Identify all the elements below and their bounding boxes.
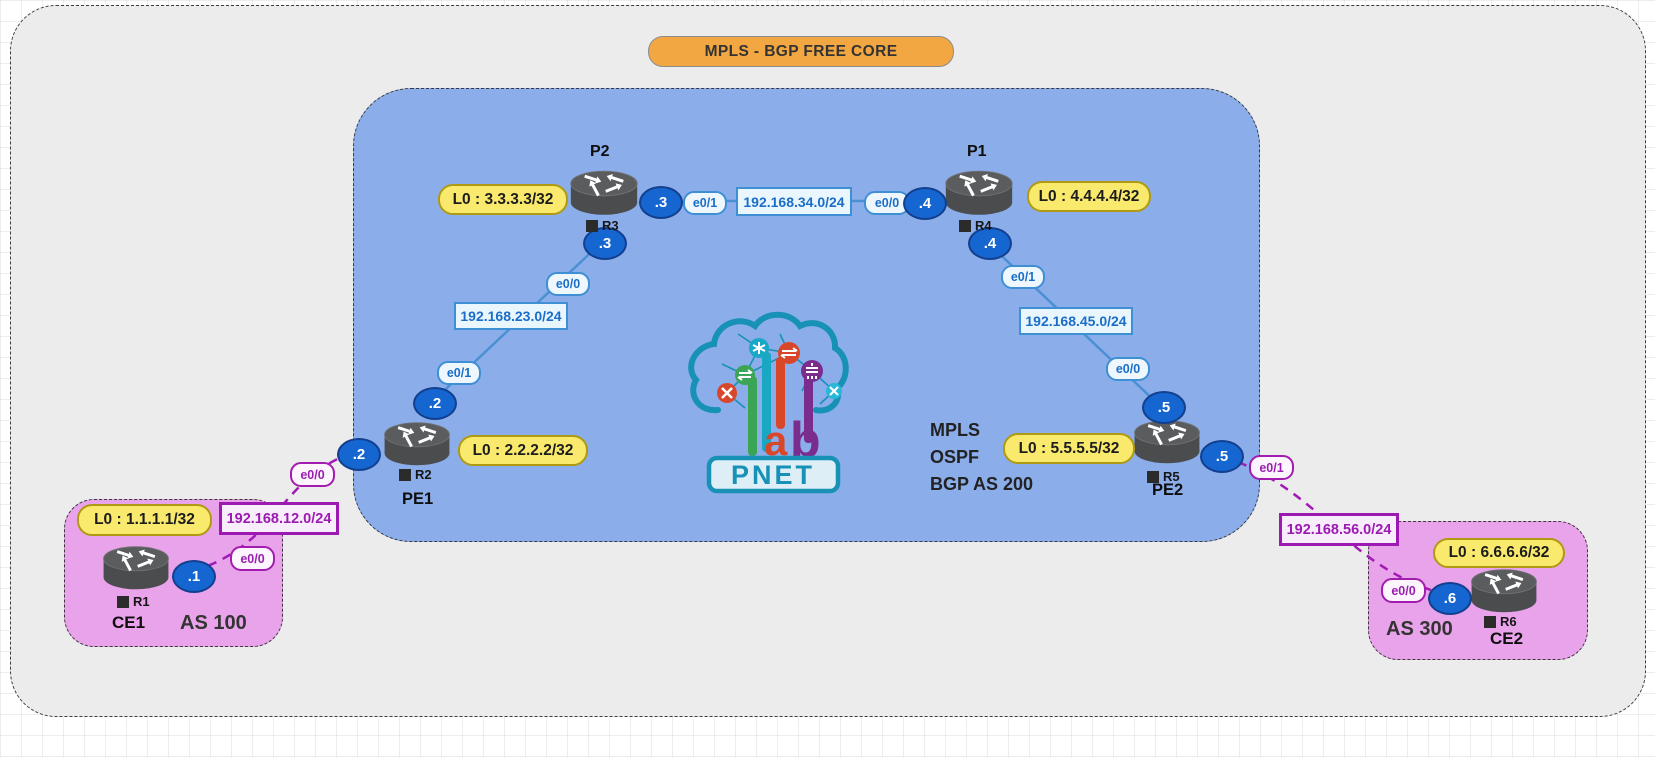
logo-pnet-box [706,455,841,494]
router-icon-p1[interactable] [943,167,1015,219]
node-name-pe1: PE1 [402,490,434,508]
interface-label-pe1-e01: e0/1 [437,361,481,385]
interface-label-p2-e00: e0/0 [546,272,590,296]
logo-mesh-nodes [717,338,842,403]
device-square-icon [399,468,411,481]
router-icon-ce2[interactable] [1466,566,1542,616]
pnetlab-logo: a b PNET [688,311,849,494]
ip-dot-pe1-e01: .2 [413,387,457,420]
loopback-label-pe1: L0 : 2.2.2.2/32 [458,435,588,466]
subnet-label-ce1-pe1: 192.168.12.0/24 [219,502,339,535]
as-label-ce1: AS 100 [180,612,247,634]
interface-label-p2-e01: e0/1 [683,191,727,215]
device-square-icon [117,595,129,608]
interface-label-ce2-e00: e0/0 [1381,578,1426,603]
subnet-label-p2-p1: 192.168.34.0/24 [736,187,852,216]
core-protocol-mpls: MPLS [930,420,981,440]
loopback-label-pe2: L0 : 5.5.5.5/32 [1003,433,1135,464]
logo-pnet-text: PNET [731,460,815,490]
ip-dot-p1-e01: .4 [968,227,1012,260]
device-square-icon [586,219,598,232]
subnet-label-pe2-ce2: 192.168.56.0/24 [1279,513,1399,546]
ip-dot-ce2-e00: .6 [1428,582,1472,615]
device-label-r4: R4 [959,218,992,233]
device-label-r3: R3 [586,218,619,233]
subnet-label-p1-pe2: 192.168.45.0/24 [1019,307,1133,335]
node-name-pe2: PE2 [1152,481,1184,499]
device-square-icon [959,219,971,232]
logo-cloud-outline [688,311,849,414]
device-label-r1: R1 [117,594,150,609]
interface-label-ce1-e00: e0/0 [230,546,275,571]
loopback-label-p2: L0 : 3.3.3.3/32 [438,184,568,215]
router-icon-p2[interactable] [568,167,640,219]
device-label-r5: R5 [1147,469,1180,484]
device-square-icon [1484,615,1496,628]
node-name-ce1: CE1 [112,613,146,632]
title-banner: MPLS - BGP FREE CORE [648,36,954,67]
interface-label-p1-e00: e0/0 [864,191,910,215]
device-square-icon [1147,470,1159,483]
ip-dot-p1-e00: .4 [903,187,947,220]
device-label-r6: R6 [1484,614,1517,629]
device-label-r2: R2 [399,467,432,482]
router-icon-ce1[interactable] [99,543,173,593]
ip-dot-pe1-e00: .2 [337,438,381,471]
logo-lab-bars [748,352,813,456]
ip-dot-pe2-e00: .5 [1142,391,1186,424]
ip-dot-ce1-e00: .1 [172,560,216,593]
core-protocol-bgp: BGP AS 200 [930,474,1034,494]
ip-dot-pe2-e01: .5 [1200,440,1244,473]
ip-dot-p2-e00: .3 [583,227,627,260]
core-protocol-ospf: OSPF [930,447,980,467]
router-icon-pe2[interactable] [1131,417,1203,467]
node-name-p1: P1 [967,143,987,160]
interface-label-p1-e01: e0/1 [1001,265,1045,289]
loopback-label-ce2: L0 : 6.6.6.6/32 [1433,538,1565,568]
node-name-ce2: CE2 [1490,629,1524,648]
loopback-label-ce1: L0 : 1.1.1.1/32 [77,504,212,536]
subnet-label-pe1-p2: 192.168.23.0/24 [454,302,568,330]
as-label-ce2: AS 300 [1386,618,1453,640]
interface-label-pe2-e01: e0/1 [1249,455,1294,480]
interface-label-pe1-e00: e0/0 [290,462,335,487]
node-name-p2: P2 [590,143,610,160]
interface-label-pe2-e00: e0/0 [1106,357,1150,381]
router-icon-pe1[interactable] [381,419,453,469]
loopback-label-p1: L0 : 4.4.4.4/32 [1027,181,1151,212]
ip-dot-p2-e01: .3 [639,186,683,219]
